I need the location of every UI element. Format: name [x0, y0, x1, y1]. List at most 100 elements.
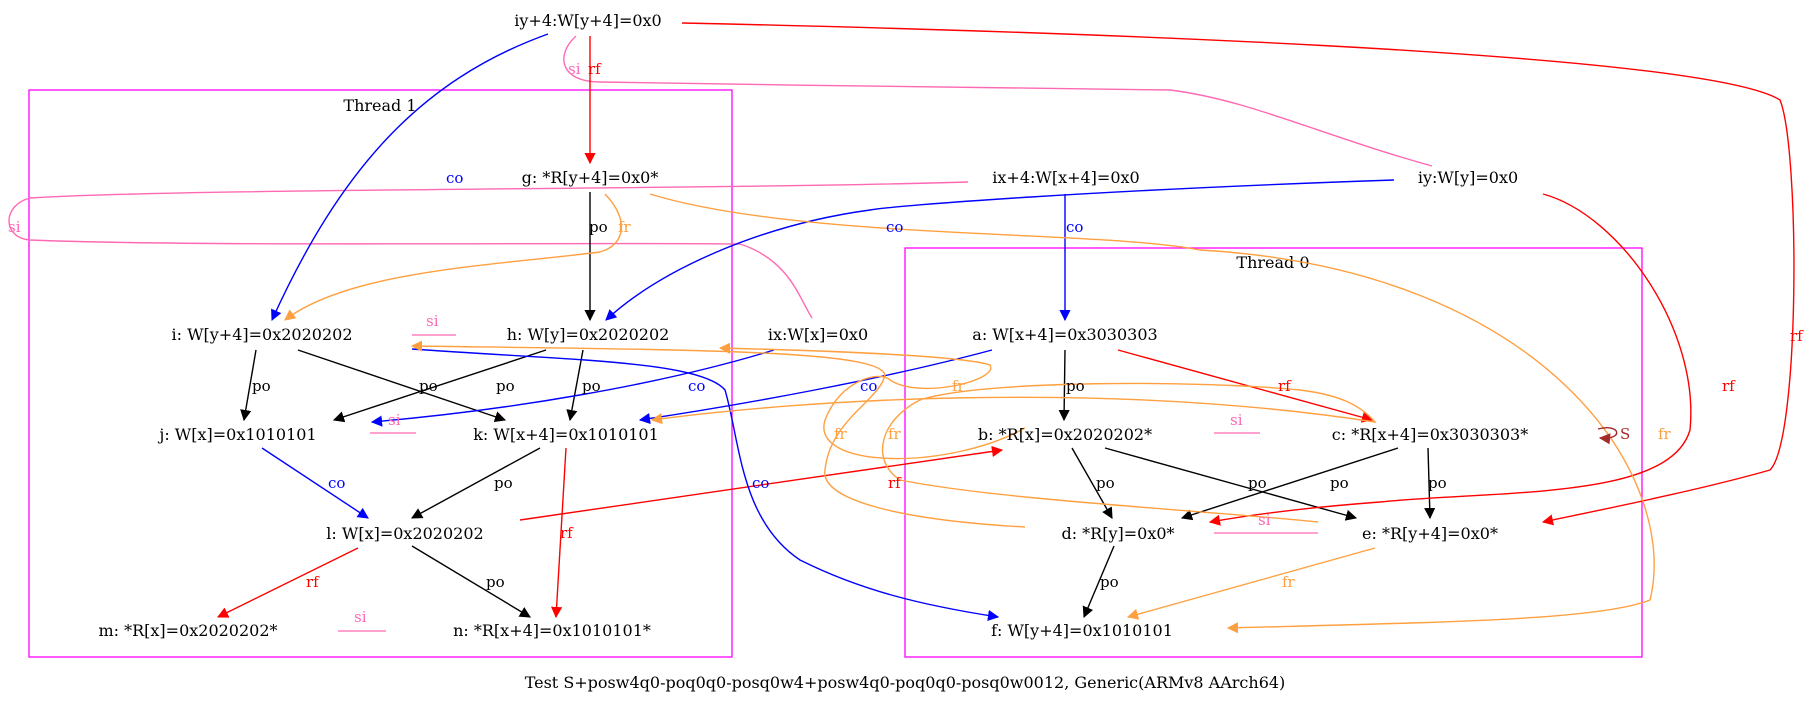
thread-1-label: Thread 1: [343, 96, 416, 115]
node-ix: ix:W[x]=0x0: [768, 325, 868, 344]
fr-edge-d-k: [650, 382, 1377, 523]
po-edge-d-f: [1082, 545, 1115, 619]
po-label-b-e: po: [1248, 474, 1267, 492]
fr-edge-g-i: [284, 193, 622, 321]
co-edge-iy-h: [605, 179, 1395, 321]
co-label-j-l: co: [328, 474, 345, 492]
fr-label-g-f: fr: [1658, 425, 1672, 443]
co-edge-a-k: [638, 349, 993, 425]
node-m: m: *R[x]=0x2020202*: [98, 621, 277, 640]
po-label-i-k: po: [419, 377, 438, 395]
po-label-c-e: po: [1428, 474, 1447, 492]
node-iy4: iy+4:W[y+4]=0x0: [514, 11, 661, 30]
fr-edge-d-i: [410, 340, 1026, 528]
fr-label-e-f: fr: [1282, 573, 1296, 591]
po-label-g-h: po: [589, 218, 608, 236]
rf-label-iy-d: rf: [1722, 377, 1736, 395]
co-edges: [261, 33, 1395, 622]
node-ix4: ix+4:W[x+4]=0x0: [992, 168, 1139, 187]
node-n: n: *R[x+4]=0x1010101*: [453, 621, 651, 640]
co-edge-j-l: [261, 447, 369, 519]
rf-edge-l-b: [519, 445, 1004, 521]
po-edge-h-k: [566, 349, 584, 422]
rf-label-l-b: rf: [888, 474, 902, 492]
node-h: h: W[y]=0x2020202: [507, 325, 670, 344]
fr-edges: [284, 193, 1655, 634]
node-k: k: W[x+4]=0x1010101: [473, 425, 659, 444]
rf-edges: [216, 22, 1795, 619]
po-edge-k-l: [411, 447, 541, 519]
si-label-left: si: [8, 218, 21, 236]
fr-label-g-i: fr: [618, 218, 632, 236]
po-label-l-n: po: [486, 573, 505, 591]
co-label-i-f: co: [752, 474, 769, 492]
rf-label-k-n: rf: [560, 524, 574, 542]
co-label-iy4-i: co: [446, 169, 463, 187]
co-label-a-k: co: [860, 377, 877, 395]
po-label-i-j: po: [252, 377, 271, 395]
po-edge-l-n: [411, 545, 531, 618]
si-label-mn: si: [354, 608, 367, 626]
po-edge-c-e: [1424, 447, 1436, 520]
node-g: g: *R[y+4]=0x0*: [522, 168, 659, 187]
node-b: b: *R[x]=0x2020202*: [978, 425, 1152, 444]
si-edges: [8, 35, 1433, 632]
po-edge-b-e: [1104, 447, 1358, 521]
fr-edge-g-f: [649, 193, 1655, 634]
rf-label-iy4-e: rf: [1790, 327, 1804, 345]
po-label-d-f: po: [1100, 573, 1119, 591]
po-edges: [240, 192, 1436, 619]
po-edge-i-j: [240, 349, 257, 422]
rf-label-l-m: rf: [306, 573, 320, 591]
po-label-h-k: po: [582, 377, 601, 395]
rf-edge-iy4-e: [681, 22, 1795, 526]
rf-edge-l-m: [216, 547, 359, 618]
node-d: d: *R[y]=0x0*: [1061, 524, 1174, 543]
si-edge-iy4-iy: [563, 35, 1433, 167]
diagram-caption: Test S+posw4q0-poq0q0-posq0w4+posw4q0-po…: [525, 673, 1286, 692]
fr-label-d-i: fr: [834, 425, 848, 443]
po-label-h-j: po: [496, 377, 515, 395]
node-c: c: *R[x+4]=0x3030303*: [1332, 425, 1528, 444]
co-label-ix4-a: co: [1066, 218, 1083, 236]
fr-label-d-k: fr: [888, 425, 902, 443]
si-label-top: si: [568, 60, 581, 78]
po-edge-h-j: [332, 349, 547, 423]
thread-0-cluster: [904, 247, 1643, 658]
co-edge-ix-j: [370, 349, 775, 427]
po-edge-c-d: [1180, 447, 1399, 521]
node-iy: iy:W[y]=0x0: [1418, 168, 1518, 187]
po-label-c-d: po: [1330, 474, 1349, 492]
rf-label-iy4-g: rf: [588, 60, 602, 78]
node-l: l: W[x]=0x2020202: [326, 524, 483, 543]
rf-edge-iy-d: [1208, 193, 1692, 526]
s-self-loop: [1597, 427, 1618, 445]
co-edge-iy4-i: [271, 33, 549, 322]
node-a: a: W[x+4]=0x3030303: [972, 325, 1157, 344]
thread-0-label: Thread 0: [1236, 253, 1309, 272]
edge-labels: si rf co si po fr co co si po po po po c…: [8, 60, 1804, 626]
si-edge-ix4-ix: [8, 181, 969, 319]
fr-label-b-h: fr: [952, 377, 966, 395]
po-edge-i-k: [297, 349, 507, 423]
rf-edge-a-c: [1117, 349, 1374, 423]
co-label-iy-h: co: [886, 218, 903, 236]
node-f: f: W[y+4]=0x1010101: [991, 621, 1173, 640]
si-label-jk: si: [388, 411, 401, 429]
rf-label-a-c: rf: [1278, 377, 1292, 395]
fr-edge-e-f: [1126, 547, 1376, 620]
node-i: i: W[y+4]=0x2020202: [171, 325, 352, 344]
fr-edge-b-h: [718, 342, 1026, 460]
thread-1-cluster: [28, 89, 733, 658]
co-edge-i-f: [411, 348, 1000, 622]
si-label-bc: si: [1230, 411, 1243, 429]
si-label-ih: si: [426, 312, 439, 330]
po-edge-b-d: [1071, 447, 1113, 519]
node-j: j: W[x]=0x1010101: [157, 425, 316, 444]
node-e: e: *R[y+4]=0x0*: [1362, 524, 1498, 543]
si-label-de: si: [1258, 511, 1271, 529]
s-label: S: [1620, 425, 1630, 443]
po-label-k-l: po: [494, 474, 513, 492]
rf-edge-k-n: [551, 447, 567, 619]
